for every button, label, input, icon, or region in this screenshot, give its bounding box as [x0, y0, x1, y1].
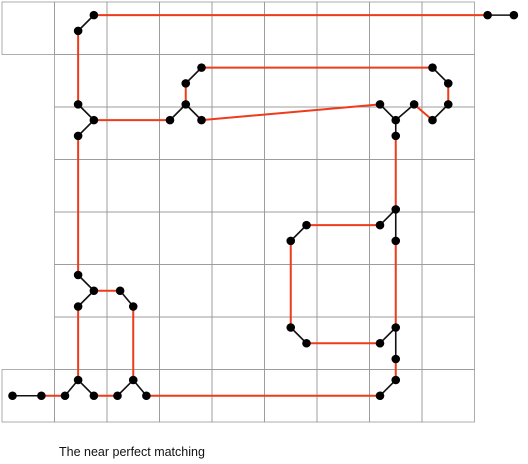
grid-layer — [1, 1, 475, 423]
graph-node — [375, 220, 385, 230]
graph-node — [409, 100, 419, 109]
grid-cell — [316, 54, 370, 108]
grid-cell — [106, 1, 160, 55]
graph-node — [73, 131, 83, 141]
graph-node — [89, 286, 99, 296]
graph-node — [375, 391, 385, 401]
graph-node — [443, 79, 453, 88]
grid-cell — [264, 159, 318, 213]
graph-node — [286, 323, 296, 332]
grid-cell — [159, 316, 213, 370]
graph-node — [113, 391, 122, 401]
graph-node — [128, 375, 138, 385]
graph-node — [89, 391, 99, 401]
graph-node — [197, 115, 206, 125]
grid-cell — [421, 264, 475, 318]
graph-node — [89, 115, 99, 125]
graph-node — [115, 286, 125, 296]
graph-node — [391, 236, 401, 246]
graph-node — [302, 220, 311, 230]
graph-node — [89, 10, 99, 20]
grid-cell — [1, 1, 55, 55]
grid-cell — [106, 159, 160, 213]
grid-cell — [54, 54, 108, 108]
grid-cell — [106, 106, 160, 160]
grid-cell — [421, 159, 475, 213]
graph-node — [302, 338, 311, 348]
grid-cell — [211, 159, 265, 213]
grid-cell — [211, 1, 265, 55]
caption: The near perfect matching — [59, 445, 205, 459]
graph-node — [181, 79, 191, 88]
grid-cell — [316, 211, 370, 265]
grid-cell — [421, 1, 475, 55]
graph-node — [443, 100, 453, 109]
graph-node — [142, 391, 151, 401]
grid-cell — [211, 211, 265, 265]
grid-cell — [159, 1, 213, 55]
graph-node — [128, 302, 138, 311]
graph-node — [165, 115, 175, 125]
graph-node — [73, 100, 83, 109]
graph-node — [391, 205, 401, 214]
grid-cell — [369, 1, 423, 55]
grid-cell — [211, 264, 265, 318]
graph-node — [286, 236, 296, 246]
matching-diagram — [1, 1, 519, 423]
matching-edge — [201, 103, 381, 122]
graph-node — [375, 338, 385, 348]
graph-node — [60, 391, 70, 401]
grid-cell — [421, 106, 475, 160]
graph-node — [375, 100, 385, 109]
grid-cell — [421, 316, 475, 370]
graph-node — [391, 131, 401, 141]
graph-node — [37, 391, 46, 401]
grid-cell — [211, 316, 265, 370]
grid-cell — [54, 159, 108, 213]
graph-node — [73, 375, 83, 385]
grid-cell — [54, 211, 108, 265]
nodes-layer — [8, 10, 519, 401]
graph-node — [181, 100, 191, 109]
graph-node — [483, 10, 492, 20]
graph-node — [73, 302, 83, 311]
graph-node — [391, 354, 401, 364]
graph-node — [8, 391, 17, 401]
grid-cell — [264, 54, 318, 108]
grid-cell — [264, 1, 318, 55]
black-edges-layer — [12, 14, 514, 397]
graph-node — [391, 115, 401, 125]
graph-node — [197, 63, 206, 72]
grid-cell — [159, 106, 213, 160]
graph-node — [391, 375, 401, 385]
grid-cell — [316, 159, 370, 213]
grid-cell — [211, 54, 265, 108]
graph-node — [73, 270, 83, 280]
grid-cell — [159, 264, 213, 318]
grid-cell — [106, 54, 160, 108]
grid-cell — [106, 211, 160, 265]
graph-node — [428, 63, 437, 72]
grid-cell — [54, 316, 108, 370]
grid-cell — [316, 106, 370, 160]
grid-cell — [421, 369, 475, 423]
graph-node — [391, 323, 401, 332]
graph-node — [73, 26, 83, 36]
graph-node — [509, 10, 519, 20]
graph-node — [428, 115, 437, 125]
grid-cell — [316, 264, 370, 318]
grid-cell — [421, 211, 475, 265]
grid-cell — [159, 159, 213, 213]
grid-cell — [159, 211, 213, 265]
grid-cell — [316, 1, 370, 55]
grid-cell — [369, 54, 423, 108]
